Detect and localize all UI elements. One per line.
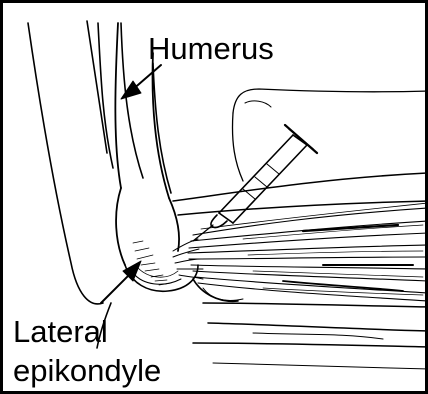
forearm-contour bbox=[173, 173, 428, 369]
common-extensor-tendon bbox=[173, 239, 203, 279]
lateral-epicondyle bbox=[125, 265, 243, 301]
humerus-label: Humerus bbox=[148, 33, 274, 64]
syringe bbox=[193, 125, 317, 241]
lateral-epicondyle-label-line1: Lateral bbox=[13, 316, 108, 347]
extensor-muscle-fibers bbox=[188, 203, 428, 301]
upper-arm-contour bbox=[28, 21, 171, 348]
lateral-epicondyle-label-line2: epikondyle bbox=[13, 355, 161, 386]
epicondyle-pointer-arrow bbox=[101, 261, 141, 303]
